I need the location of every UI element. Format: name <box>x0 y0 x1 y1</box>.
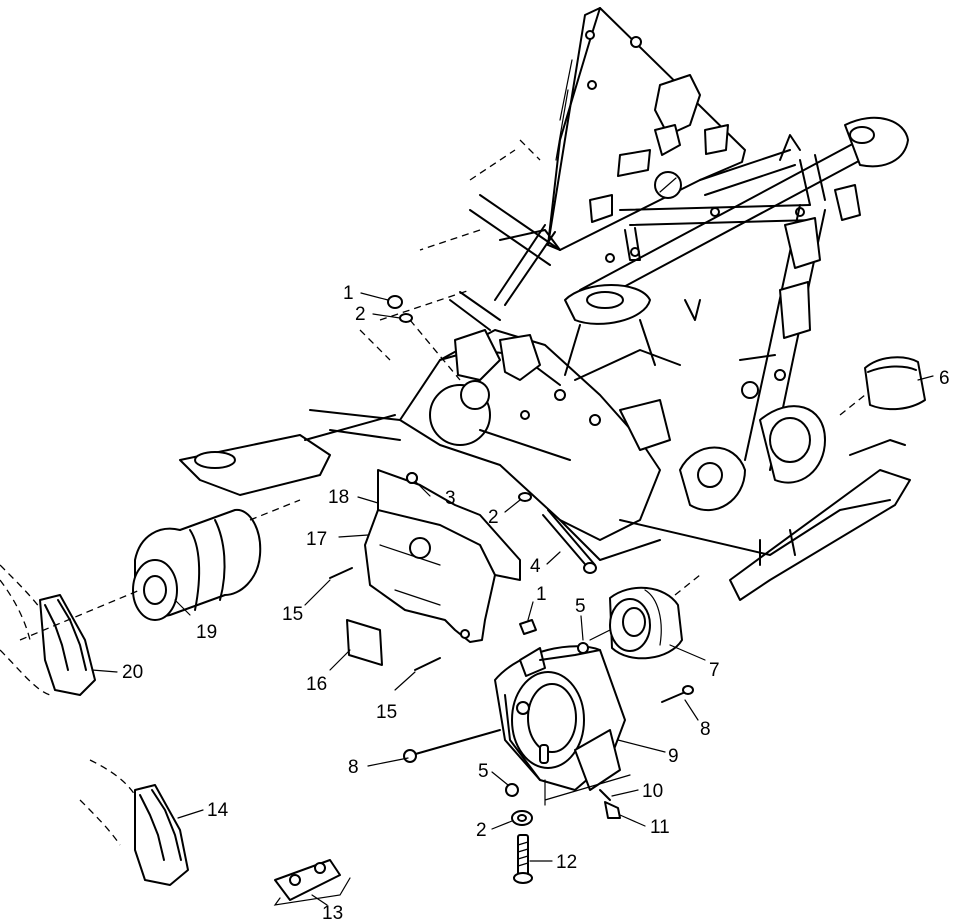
callout-9: 9 <box>668 746 679 767</box>
frame-lower-right-rail <box>619 439 911 601</box>
callout-16: 16 <box>306 674 327 695</box>
frame-upper-tubes <box>579 116 909 321</box>
callout-13: 13 <box>322 903 343 923</box>
frame-right-side <box>679 204 826 511</box>
part-6-mount-insert <box>839 356 926 416</box>
callout-10: 10 <box>642 781 663 802</box>
part-9-mount-bracket <box>494 645 626 791</box>
part-19-roller <box>132 499 301 621</box>
part-13-master-link <box>273 859 351 906</box>
callout-8-right: 8 <box>700 719 711 740</box>
hardware <box>329 295 694 884</box>
frame-upright-gusset <box>547 7 746 263</box>
callout-2-bottom: 2 <box>476 820 487 841</box>
callout-3: 3 <box>445 488 456 509</box>
callout-8-left: 8 <box>348 757 359 778</box>
callout-12: 12 <box>556 852 577 873</box>
part-16-plate <box>346 619 383 666</box>
frame-lower-tray <box>179 409 401 496</box>
callout-18: 18 <box>328 487 349 508</box>
callout-5-lower: 5 <box>478 761 489 782</box>
callout-7: 7 <box>709 660 720 681</box>
callout-4: 4 <box>530 556 541 577</box>
part-14-drive-chain <box>79 759 189 886</box>
callout-14: 14 <box>207 800 229 821</box>
callouts: 1 2 3 2 4 18 17 15 19 20 16 15 1 5 7 6 8… <box>122 283 950 923</box>
callout-20: 20 <box>122 662 143 683</box>
part-7-rubber-mount <box>609 574 701 660</box>
leader-lines <box>91 292 934 906</box>
callout-2-top: 2 <box>355 304 366 325</box>
callout-1-top: 1 <box>343 283 354 304</box>
callout-1-lower: 1 <box>536 584 547 605</box>
callout-15-upper: 15 <box>282 604 303 625</box>
callout-6: 6 <box>939 368 950 389</box>
callout-19: 19 <box>196 622 217 643</box>
callout-5-upper: 5 <box>575 596 586 617</box>
callout-11: 11 <box>650 817 670 838</box>
frame-left-tubes <box>359 139 561 361</box>
callout-17: 17 <box>306 529 327 550</box>
frame-center-body <box>399 284 681 561</box>
callout-2-mid: 2 <box>488 507 499 528</box>
part-17-18-chain-guard <box>364 469 521 643</box>
callout-15-lower: 15 <box>376 702 397 723</box>
part-20-drive-chain <box>0 564 141 696</box>
